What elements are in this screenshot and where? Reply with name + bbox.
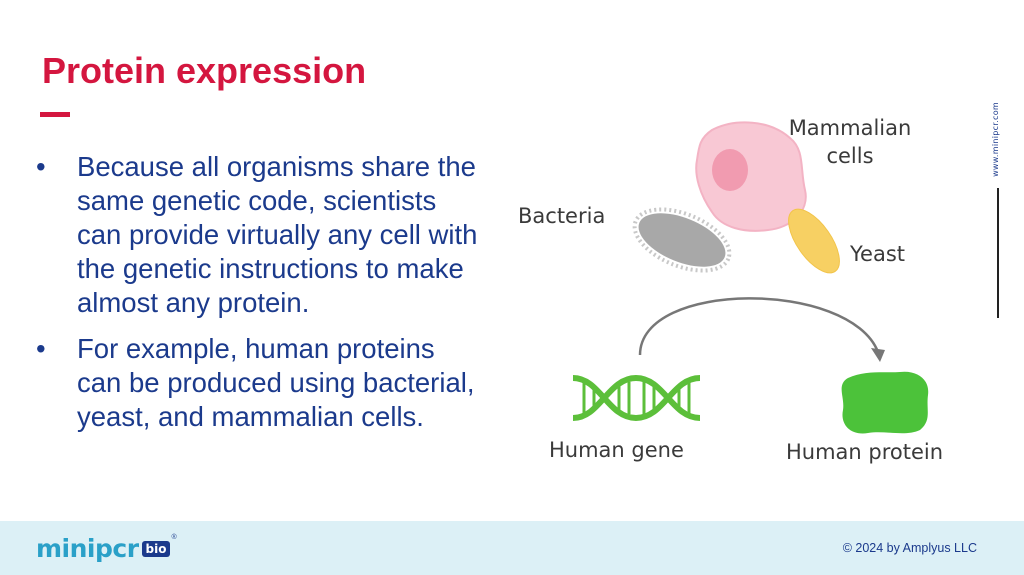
transfer-arrow (638, 297, 885, 362)
copyright-text: © 2024 by Amplyus LLC (842, 541, 977, 555)
mammalian-cell-icon (695, 121, 807, 232)
title-underline (40, 112, 70, 117)
logo-text: minipcr (36, 534, 139, 563)
minipcr-logo: minipcr bio ® (36, 534, 177, 563)
dna-icon (572, 374, 701, 422)
human-protein-label: Human protein (786, 440, 944, 464)
bacteria-label: Bacteria (518, 204, 606, 228)
slide-title: Protein expression (42, 50, 367, 91)
site-url: www.minipcr.com (991, 102, 1000, 177)
logo-badge: bio (141, 540, 171, 557)
bullet-list: Because all organisms share the same gen… (30, 150, 480, 446)
side-divider (997, 188, 999, 318)
mammalian-label: Mammalian cells (788, 116, 912, 168)
logo-registered: ® (171, 534, 177, 541)
yeast-icon (788, 208, 840, 274)
footer-bar (0, 521, 1024, 575)
bullet-item: For example, human proteins can be produ… (30, 332, 480, 434)
bullet-item: Because all organisms share the same gen… (30, 150, 480, 320)
protein-icon (841, 371, 929, 434)
human-gene-label: Human gene (549, 438, 684, 462)
yeast-label: Yeast (850, 242, 906, 266)
